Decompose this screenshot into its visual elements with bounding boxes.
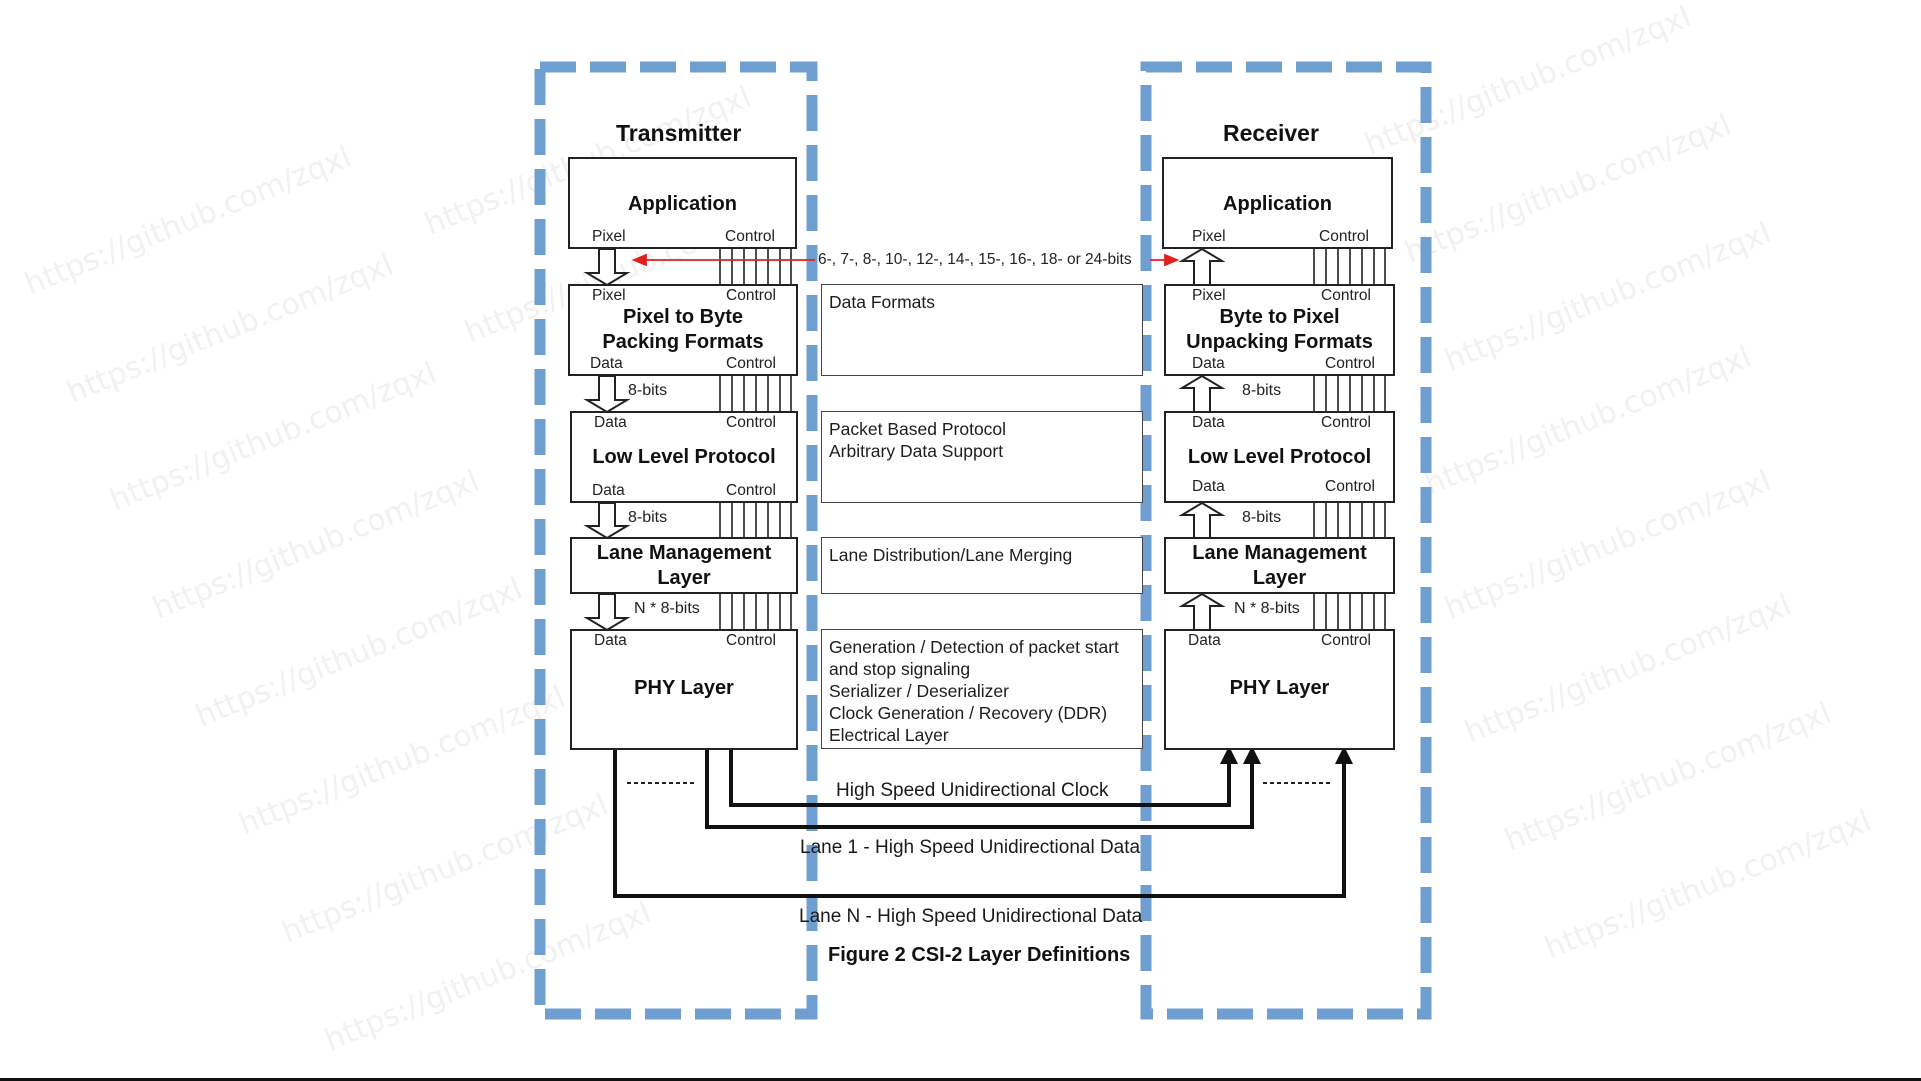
rx-data-up-arrow xyxy=(1178,374,1226,413)
rx-control-bus xyxy=(1313,248,1386,629)
rx-unpacking-data-port: Data xyxy=(1192,355,1225,372)
clock-link-label: High Speed Unidirectional Clock xyxy=(836,780,1109,801)
rx-phy-control-port: Control xyxy=(1321,632,1371,649)
description-line: Packet Based Protocol xyxy=(829,419,1007,439)
rx-llp-control-in-port: Control xyxy=(1325,478,1375,495)
tx-data-down-arrow xyxy=(583,375,631,414)
tx-llp-data-in-port: Data xyxy=(594,414,627,431)
laneN-link-label: Lane N - High Speed Unidirectional Data xyxy=(799,906,1143,927)
tx-lane-management-layer: Lane Management Layer xyxy=(570,537,798,594)
rx-application-pixel-port: Pixel xyxy=(1192,228,1226,245)
rx-application-title: Application xyxy=(1223,193,1332,215)
laneN-link-line xyxy=(613,744,1346,898)
rx-llp-data-port: Data xyxy=(1192,414,1225,431)
clock-link-line xyxy=(729,744,1231,807)
rx-unpacking-control-out-port: Control xyxy=(1325,355,1375,372)
rx-application-control-port: Control xyxy=(1319,228,1369,245)
rx-unpacking-pixel-port: Pixel xyxy=(1192,287,1226,304)
rx-phy-title: PHY Layer xyxy=(1229,677,1330,699)
tx-packing-layer: Pixel Control Pixel to Byte Packing Form… xyxy=(568,284,798,376)
transmitter-heading: Transmitter xyxy=(616,120,742,146)
description-line: and stop signaling xyxy=(829,659,971,679)
rx-llp-control-port: Control xyxy=(1321,414,1371,431)
description-line: Arbitrary Data Support xyxy=(829,441,1004,461)
lane1-arrowhead-icon xyxy=(1243,746,1261,764)
lane1-link-label: Lane 1 - High Speed Unidirectional Data xyxy=(800,837,1141,858)
tx-bus-width-label: N * 8-bits xyxy=(634,600,700,617)
rx-llp-data-in-port: Data xyxy=(1192,478,1225,495)
tx-packing-control-in-port: Control xyxy=(726,287,776,304)
tx-packing-title-line2: Packing Formats xyxy=(602,331,764,353)
rx-data-up-arrow xyxy=(1178,592,1226,631)
tx-application-title: Application xyxy=(628,193,737,215)
description-line: Data Formats xyxy=(829,292,935,312)
tx-packing-title-line1: Pixel to Byte xyxy=(622,306,744,328)
tx-lane-title-line2: Layer xyxy=(657,567,711,589)
description-line: Serializer / Deserializer xyxy=(829,681,1009,701)
rx-lane-management-layer: Lane Management Layer xyxy=(1164,537,1395,594)
bit-width-arrow xyxy=(631,253,1180,267)
description-line: Electrical Layer xyxy=(829,725,949,745)
rx-llp-title: Low Level Protocol xyxy=(1187,446,1372,468)
lane1-link-line xyxy=(705,744,1254,829)
tx-control-bus xyxy=(719,248,792,629)
tx-phy-control-port: Control xyxy=(726,632,776,649)
phy-description: Generation / Detection of packet start a… xyxy=(821,629,1143,749)
rx-unpacking-title-line1: Byte to Pixel xyxy=(1219,306,1340,328)
bit-width-label: 6-, 7-, 8-, 10-, 12-, 14-, 15-, 16-, 18-… xyxy=(818,251,1132,269)
tx-llp-control-out-port: Control xyxy=(726,482,776,499)
tx-pixel-down-arrow xyxy=(583,248,631,287)
tx-llp-data-out-port: Data xyxy=(592,482,625,499)
rx-llp-layer: Data Control Low Level Protocol Data Con… xyxy=(1164,411,1395,503)
rx-unpacking-layer: Pixel Control Byte to Pixel Unpacking Fo… xyxy=(1164,284,1395,376)
tx-packing-control-out-port: Control xyxy=(726,355,776,372)
receiver-heading: Receiver xyxy=(1223,120,1319,146)
clock-arrowhead-icon xyxy=(1220,746,1238,764)
tx-phy-data-port: Data xyxy=(594,632,627,649)
tx-phy-layer: Data Control PHY Layer xyxy=(570,629,798,750)
rx-application-layer: Application Pixel Control xyxy=(1162,157,1393,249)
rx-data-up-arrow xyxy=(1178,501,1226,539)
tx-packing-pixel-in-port: Pixel xyxy=(592,287,626,304)
rx-phy-data-port: Data xyxy=(1188,632,1221,649)
tx-phy-title: PHY Layer xyxy=(634,677,734,699)
description-line: Generation / Detection of packet start xyxy=(829,637,1119,657)
rx-lane-title-line2: Layer xyxy=(1252,567,1307,589)
tx-packing-data-out-port: Data xyxy=(590,355,623,372)
description-line: Clock Generation / Recovery (DDR) xyxy=(829,703,1108,723)
tx-bus-width-label: 8-bits xyxy=(628,382,668,399)
description-line: Lane Distribution/Lane Merging xyxy=(829,545,1073,565)
tx-llp-control-in-port: Control xyxy=(726,414,776,431)
rx-phy-layer: Data Control PHY Layer xyxy=(1164,629,1395,750)
tx-llp-title: Low Level Protocol xyxy=(592,446,776,468)
rx-pixel-up-arrow xyxy=(1178,247,1226,286)
receiver-region-border xyxy=(1140,61,1432,1020)
tx-llp-layer: Data Control Low Level Protocol Data Con… xyxy=(570,411,798,503)
rx-bus-width-label: N * 8-bits xyxy=(1234,600,1300,617)
rx-bus-width-label: 8-bits xyxy=(1242,382,1282,399)
tx-application-control-port: Control xyxy=(725,228,775,245)
tx-bus-width-label: 8-bits xyxy=(628,509,668,526)
rx-unpacking-control-port: Control xyxy=(1321,287,1371,304)
transmitter-region-border xyxy=(534,61,818,1020)
data-formats-description: Data Formats xyxy=(821,284,1143,376)
lane-description: Lane Distribution/Lane Merging xyxy=(821,537,1143,594)
rx-lane-title-line1: Lane Management xyxy=(1192,542,1367,564)
llp-description: Packet Based Protocol Arbitrary Data Sup… xyxy=(821,411,1143,503)
figure-caption: Figure 2 CSI-2 Layer Definitions xyxy=(828,944,1131,966)
laneN-arrowhead-icon xyxy=(1335,746,1353,764)
tx-data-down-arrow xyxy=(583,593,631,632)
bottom-border xyxy=(0,1078,1921,1081)
rx-bus-width-label: 8-bits xyxy=(1242,509,1282,526)
tx-application-pixel-port: Pixel xyxy=(592,228,626,245)
tx-data-down-arrow xyxy=(583,502,631,540)
rx-unpacking-title-line2: Unpacking Formats xyxy=(1186,331,1373,353)
tx-lane-title-line1: Lane Management xyxy=(596,542,772,564)
tx-application-layer: Application Pixel Control xyxy=(568,157,797,249)
